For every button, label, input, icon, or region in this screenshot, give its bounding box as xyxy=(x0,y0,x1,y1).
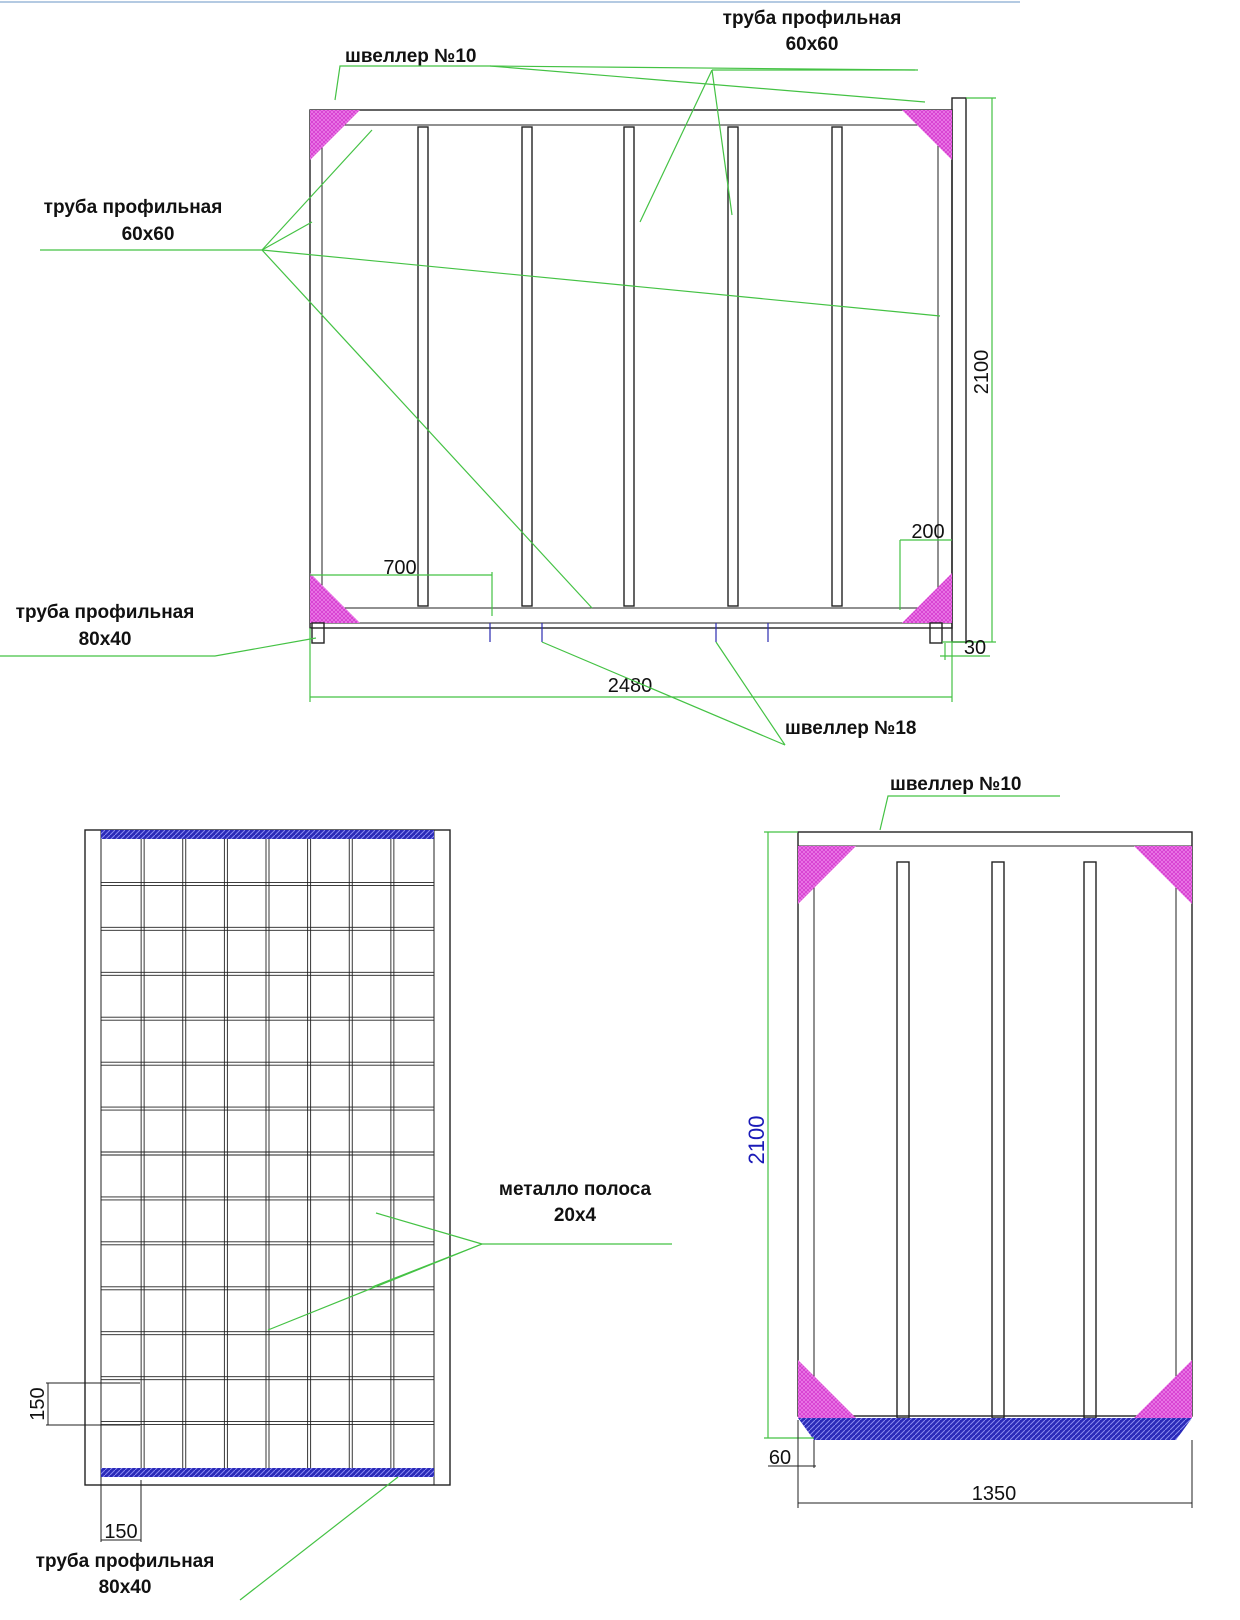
side-gusset-top-right xyxy=(1134,846,1192,904)
floor-label-tube-2: 80х40 xyxy=(99,1577,152,1598)
leader-tube-60-left-c xyxy=(261,249,941,317)
front-label-tube-60-left-2: 60х60 xyxy=(122,224,175,245)
leader-tube-60-left-b xyxy=(261,221,313,251)
front-stud-2 xyxy=(521,126,533,607)
floor-top-tube xyxy=(101,830,434,839)
front-label-tube-80-1: труба профильная xyxy=(16,602,195,623)
dim-30-text: 30 xyxy=(964,637,986,659)
front-label-tube-60-left-1: труба профильная xyxy=(44,197,223,218)
front-foot-right xyxy=(929,622,943,644)
side-bottom-channel xyxy=(798,1418,1192,1440)
floor-label-strip-2: 20х4 xyxy=(554,1205,597,1226)
dim-150h-text: 150 xyxy=(104,1521,137,1543)
floor-grid xyxy=(101,839,434,1468)
front-view: 2480 2100 700 200 30 швеллер №10 труба п… xyxy=(0,8,996,746)
side-dim-60-text: 60 xyxy=(769,1447,791,1469)
floor-outer-frame xyxy=(84,829,451,1486)
leader-channel-18-b xyxy=(715,641,786,746)
leader-tube-60-top-a xyxy=(639,69,713,223)
front-stud-4 xyxy=(727,126,739,607)
front-label-tube-60-top-1: труба профильная xyxy=(723,8,902,29)
side-dim-2100-text: 2100 xyxy=(744,1116,769,1165)
leader-channel-18-a xyxy=(541,641,786,746)
side-gusset-bottom-right xyxy=(1134,1360,1192,1418)
front-right-upright xyxy=(951,97,967,643)
front-stud-5 xyxy=(831,126,843,607)
leader-floor-tube xyxy=(239,1476,399,1601)
side-stud-1 xyxy=(896,861,910,1419)
leader-strip-a xyxy=(375,1212,483,1245)
front-label-channel-10: швеллер №10 xyxy=(345,46,477,67)
dim-150v-text: 150 xyxy=(27,1387,49,1420)
front-leaders xyxy=(0,65,941,746)
front-gusset-bottom-right xyxy=(902,573,952,623)
dim-200-text: 200 xyxy=(911,521,944,543)
dim-2480-text: 2480 xyxy=(608,675,653,697)
leader-channel-10 xyxy=(334,65,926,103)
front-gusset-top-left xyxy=(310,110,360,160)
front-label-tube-80-2: 80х40 xyxy=(79,629,132,650)
side-gusset-top-left xyxy=(798,846,856,904)
side-outer-frame xyxy=(797,831,1193,1417)
leader-tube-60-top-b xyxy=(711,69,733,216)
front-studs xyxy=(417,126,843,607)
front-stud-1 xyxy=(417,126,429,607)
floor-label-tube-1: труба профильная xyxy=(36,1551,215,1572)
dim-2100-text: 2100 xyxy=(971,350,993,395)
front-label-channel-18: швеллер №18 xyxy=(785,718,917,739)
floor-bottom-tube xyxy=(101,1468,434,1477)
floor-label-strip-1: металло полоса xyxy=(499,1179,652,1200)
side-view: 2100 60 1350 швеллер №10 xyxy=(744,774,1193,1508)
side-dim-1350-text: 1350 xyxy=(972,1483,1017,1505)
side-label-channel-10: швеллер №10 xyxy=(890,774,1022,795)
leader-strip-c xyxy=(267,1243,483,1331)
leader-tube-60-left-d xyxy=(261,249,593,609)
side-stud-2 xyxy=(991,861,1005,1419)
side-stud-3 xyxy=(1083,861,1097,1419)
front-outer-frame xyxy=(309,109,953,629)
leader-side-channel-10 xyxy=(879,795,1060,831)
front-stud-3 xyxy=(623,126,635,607)
floor-view: 150 150 металло полоса 20х4 труба профил… xyxy=(27,829,672,1601)
dim-700-text: 700 xyxy=(383,557,416,579)
leader-channel-10-b xyxy=(489,65,919,71)
front-label-tube-60-top-2: 60х60 xyxy=(786,34,839,55)
leader-tube-80 xyxy=(0,637,317,657)
front-gusset-top-right xyxy=(902,110,952,160)
side-gusset-bottom-left xyxy=(798,1360,856,1418)
leader-tube-60-left-a xyxy=(261,129,373,251)
front-gusset-bottom-left xyxy=(310,573,360,623)
front-foot-left xyxy=(311,622,325,644)
